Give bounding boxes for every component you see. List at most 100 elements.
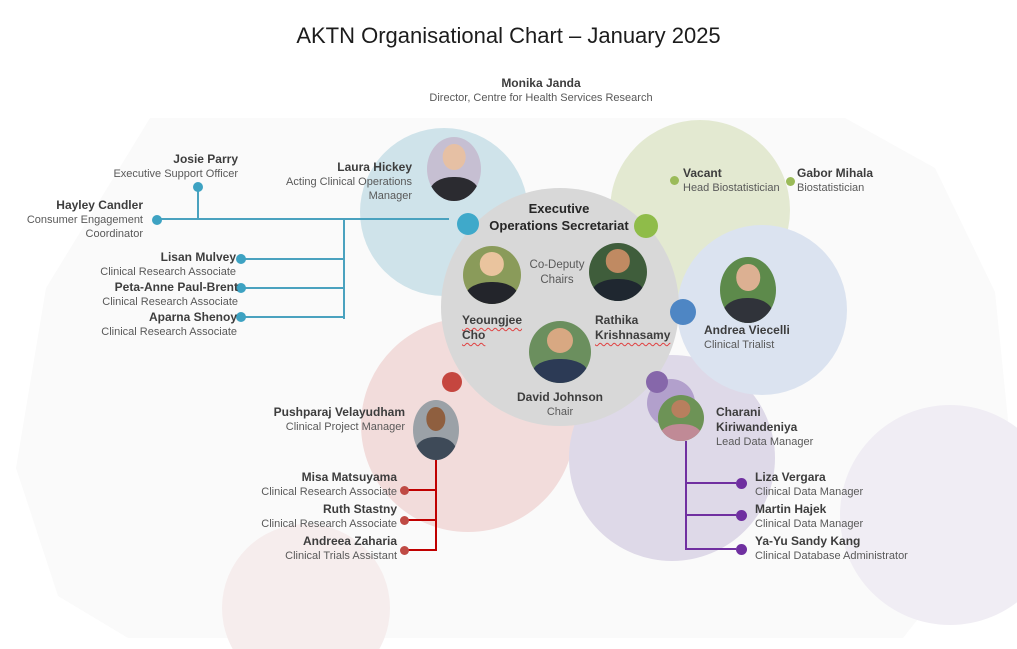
person-name: Rathika xyxy=(595,313,639,327)
person-role: Clinical Research Associate xyxy=(101,326,237,338)
person-monika-janda: Monika Janda Director, Centre for Health… xyxy=(411,76,671,105)
accent-dot-trials xyxy=(670,299,696,325)
accent-dot-biostatistics xyxy=(634,214,658,238)
secretariat-heading: Executive Operations Secretariat xyxy=(449,200,669,234)
person-gabor-mihala: Gabor Mihala Biostatistician xyxy=(797,166,917,195)
person-name: Cho xyxy=(462,328,486,342)
connector-yayu xyxy=(687,548,736,550)
person-name: Ya-Yu Sandy Kang xyxy=(755,534,861,548)
photo-head xyxy=(426,406,446,431)
person-pushparaj-velayudham: Pushparaj Velayudham Clinical Project Ma… xyxy=(235,405,405,434)
connector-operations-main xyxy=(158,218,449,220)
dot-vacant xyxy=(670,176,679,185)
person-name: Pushparaj Velayudham xyxy=(273,405,405,419)
connector-project-vertical xyxy=(435,455,437,551)
person-name: Gabor Mihala xyxy=(797,166,874,180)
person-role: Clinical Research Associate xyxy=(261,486,397,498)
secretariat-heading-line1: Executive xyxy=(528,201,590,216)
photo-head xyxy=(546,327,574,353)
connector-data-vertical xyxy=(685,441,687,550)
dot-josie xyxy=(193,182,203,192)
person-role: Clinical Project Manager xyxy=(285,421,405,433)
person-vacant-head-biostatistician: Vacant Head Biostatistician xyxy=(683,166,803,195)
accent-dot-project xyxy=(442,372,462,392)
photo-torso xyxy=(415,437,457,460)
photo-torso xyxy=(532,359,588,383)
person-peta-anne-paul-brent: Peta-Anne Paul-Brent Clinical Research A… xyxy=(48,280,238,309)
photo-torso xyxy=(429,176,479,201)
photo-head xyxy=(671,400,691,419)
photo-yeoungjee-cho xyxy=(463,246,521,304)
photo-andrea-viecelli xyxy=(720,257,776,323)
connector-misa xyxy=(408,489,435,491)
person-role: Clinical Trials Assistant xyxy=(285,550,397,562)
person-name: Ruth Stastny xyxy=(322,502,397,516)
person-aparna-shenoy: Aparna Shenoy Clinical Research Associat… xyxy=(57,310,237,339)
person-role: Clinical Data Manager xyxy=(755,486,864,498)
dot-misa xyxy=(400,486,409,495)
person-ruth-stastny: Ruth Stastny Clinical Research Associate xyxy=(217,502,397,531)
person-name: Krishnasamy xyxy=(595,328,671,342)
connector-operations-vertical xyxy=(343,218,345,319)
person-role: Head Biostatistician xyxy=(683,182,780,194)
accent-dot-operations xyxy=(457,213,479,235)
connector-andreea xyxy=(408,549,435,551)
person-role: Biostatistician xyxy=(797,182,865,194)
dot-ruth xyxy=(400,516,409,525)
photo-laura-hickey xyxy=(427,137,481,201)
decorative-circle-bottom-left xyxy=(222,524,390,649)
photo-torso xyxy=(660,423,702,441)
person-andrea-viecelli: Andrea Viecelli Clinical Trialist xyxy=(704,323,834,352)
person-role: Lead Data Manager xyxy=(716,436,814,448)
photo-david-johnson xyxy=(529,321,591,383)
person-role: Director, Centre for Health Services Res… xyxy=(429,92,653,104)
person-name: Liza Vergara xyxy=(755,470,826,484)
co-deputy-chairs-label: Co-Deputy Chairs xyxy=(529,259,585,286)
dot-gabor xyxy=(786,177,795,186)
photo-head xyxy=(736,264,760,291)
photo-head xyxy=(479,252,505,276)
person-name: Misa Matsuyama xyxy=(301,470,397,484)
photo-head xyxy=(442,144,466,170)
dot-lisan xyxy=(236,254,246,264)
person-name: Vacant xyxy=(683,166,722,180)
person-name: Andrea Viecelli xyxy=(704,323,790,337)
person-name: Lisan Mulvey xyxy=(160,250,236,264)
person-david-johnson: David Johnson Chair xyxy=(500,390,620,419)
photo-torso xyxy=(465,281,519,304)
person-role: Chair xyxy=(546,406,574,418)
connector-lisan xyxy=(245,258,343,260)
person-role: Clinical Research Associate xyxy=(100,266,236,278)
person-name: Martin Hajek xyxy=(755,502,827,516)
photo-pushparaj-velayudham xyxy=(413,400,459,460)
person-hayley-candler: Hayley Candler Consumer Engagement Coord… xyxy=(3,198,143,241)
connector-aparna xyxy=(245,316,343,318)
person-role: Consumer Engagement Coordinator xyxy=(26,214,143,240)
connector-liza xyxy=(687,482,736,484)
dot-andreea xyxy=(400,546,409,555)
person-josie-parry: Josie Parry Executive Support Officer xyxy=(68,152,238,181)
photo-torso xyxy=(591,278,645,301)
dot-hayley xyxy=(152,215,162,225)
page-title: AKTN Organisational Chart – January 2025 xyxy=(296,23,721,48)
person-ya-yu-sandy-kang: Ya-Yu Sandy Kang Clinical Database Admin… xyxy=(755,534,955,563)
dot-liza xyxy=(736,478,747,489)
person-role: Clinical Research Associate xyxy=(102,296,238,308)
person-name: Charani Kiriwandeniya xyxy=(716,405,798,434)
photo-rathika-krishnasamy xyxy=(589,243,647,301)
person-name: Josie Parry xyxy=(173,152,238,166)
person-charani-kiriwandeniya: Charani Kiriwandeniya Lead Data Manager xyxy=(716,405,821,449)
person-role: Clinical Trialist xyxy=(704,339,775,351)
photo-torso xyxy=(722,297,774,323)
person-andreea-zaharia: Andreea Zaharia Clinical Trials Assistan… xyxy=(217,534,397,563)
person-name: Peta-Anne Paul-Brent xyxy=(114,280,238,294)
person-role: Clinical Database Administrator xyxy=(755,550,908,562)
decorative-circle-right xyxy=(840,405,1017,625)
secretariat-heading-line2: Operations Secretariat xyxy=(489,218,629,233)
person-rathika-krishnasamy: Rathika Krishnasamy xyxy=(595,313,695,343)
person-yeoungjee-cho: Yeoungjee Cho xyxy=(462,313,542,343)
person-misa-matsuyama: Misa Matsuyama Clinical Research Associa… xyxy=(217,470,397,499)
person-martin-hajek: Martin Hajek Clinical Data Manager xyxy=(755,502,945,531)
connector-peta xyxy=(245,287,343,289)
dot-yayu xyxy=(736,544,747,555)
